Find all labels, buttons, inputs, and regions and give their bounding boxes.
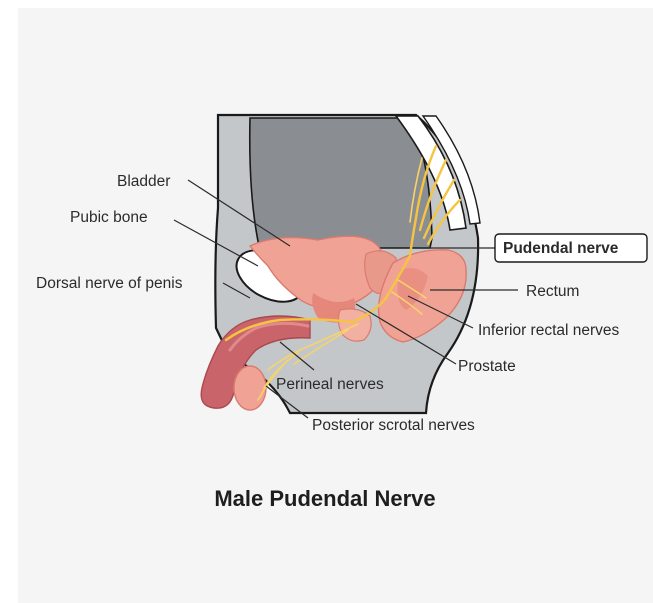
label-rectum: Rectum [526,283,579,300]
label-prostate: Prostate [458,358,516,375]
pudendal-nerve-diagram: Bladder Pubic bone Dorsal nerve of penis… [18,8,653,603]
testis-shape [234,366,266,410]
diagram-panel: Bladder Pubic bone Dorsal nerve of penis… [18,8,653,603]
diagram-title: Male Pudendal Nerve [214,486,435,511]
label-inferior-rectal: Inferior rectal nerves [478,322,620,339]
label-pubic-bone: Pubic bone [70,209,148,226]
label-pudendal-nerve: Pudendal nerve [503,240,619,257]
label-posterior-scrotal: Posterior scrotal nerves [312,417,475,434]
label-dorsal-nerve: Dorsal nerve of penis [36,275,183,292]
label-perineal: Perineal nerves [276,376,384,393]
label-bladder: Bladder [117,173,170,190]
